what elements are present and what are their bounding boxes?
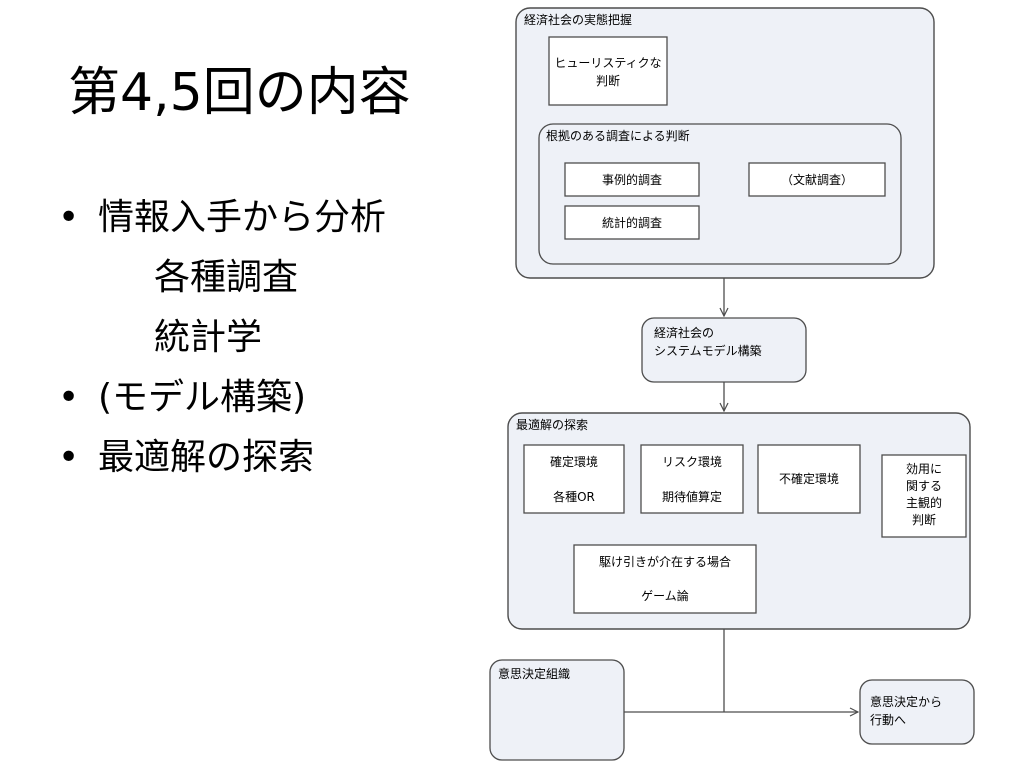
system-model-line-2: システムモデル構築 <box>654 343 762 358</box>
utility-node: 効用に 関する 主観的 判断 <box>881 454 967 538</box>
statistical-study-label: 統計的調査 <box>602 215 662 230</box>
game-theory-method: ゲーム論 <box>641 588 689 603</box>
to-action-node: 意思決定から 行動へ <box>859 679 975 745</box>
bullet-item-optimization: • 最適解の探索 <box>58 428 314 488</box>
game-theory-title: 駆け引きが介在する場合 <box>599 554 731 569</box>
bullet-dot-icon: • <box>58 377 80 418</box>
evidence-group-label: 根拠のある調査による判断 <box>546 128 690 143</box>
utility-line-2: 関する <box>906 479 942 493</box>
literature-study-label: （文献調査） <box>781 172 853 187</box>
utility-line-1: 効用に <box>906 461 942 476</box>
to-action-line-1: 意思決定から <box>870 694 942 709</box>
decision-org-label: 意思決定組織 <box>498 666 570 681</box>
bullet-text: (モデル構築) <box>98 377 307 418</box>
optimal-group-label: 最適解の探索 <box>516 417 588 432</box>
system-model-node: 経済社会の システムモデル構築 <box>641 317 807 383</box>
uncertain-env-box <box>757 444 861 514</box>
certain-env-method: 各種OR <box>553 489 595 504</box>
statistical-study-box <box>564 205 700 240</box>
to-action-box <box>859 679 975 745</box>
bullet-item-analysis: • 情報入手から分析 <box>58 188 386 248</box>
risk-env-box <box>640 444 744 514</box>
risk-env-title: リスク環境 <box>662 454 722 469</box>
optimal-group: 最適解の探索 確定環境 各種OR リスク環境 期待値算定 不確定環境 駆け引きが… <box>507 412 971 630</box>
to-action-line-2: 行動へ <box>870 713 906 727</box>
bullet-dot-icon: • <box>58 197 80 238</box>
bullet-text: 情報入手から分析 <box>98 197 387 238</box>
sub-item-surveys: 各種調査 <box>154 257 299 298</box>
bullet-dot-icon: • <box>58 437 80 478</box>
evidence-group: 根拠のある調査による判断 事例的調査 統計的調査 （文献調査） <box>538 123 902 265</box>
heuristic-node: ヒューリスティクな 判断 <box>548 36 668 106</box>
utility-line-4: 判断 <box>912 512 936 527</box>
sub-item-statistics: 統計学 <box>154 317 263 358</box>
bullet-list: • 情報入手から分析 各種調査 統計学 • (モデル構築) • 最適解の探索 <box>58 188 386 488</box>
decision-org-box <box>489 659 625 761</box>
certain-env-box <box>523 444 625 514</box>
economy-group-label: 経済社会の実態把握 <box>524 12 632 27</box>
decision-org-node: 意思決定組織 <box>489 659 625 761</box>
economy-group: 経済社会の実態把握 ヒューリスティクな 判断 根拠のある調査による判断 事例的調… <box>515 7 935 279</box>
literature-study-box <box>748 162 886 197</box>
slide-title: 第4,5回の内容 <box>68 63 411 123</box>
utility-line-3: 主観的 <box>906 495 942 510</box>
case-study-label: 事例的調査 <box>602 172 662 187</box>
heuristic-box <box>548 36 668 106</box>
certain-env-title: 確定環境 <box>550 454 598 469</box>
uncertain-env-title: 不確定環境 <box>779 471 839 486</box>
system-model-line-1: 経済社会の <box>654 325 714 340</box>
game-theory-box <box>573 544 757 614</box>
risk-env-method: 期待値算定 <box>662 489 722 504</box>
heuristic-line-1: ヒューリスティクな <box>554 56 661 70</box>
bullet-text: 最適解の探索 <box>98 437 315 478</box>
utility-box <box>881 454 967 538</box>
case-study-box <box>564 162 700 197</box>
heuristic-line-2: 判断 <box>596 73 620 88</box>
bullet-item-model: • (モデル構築) <box>58 368 306 428</box>
